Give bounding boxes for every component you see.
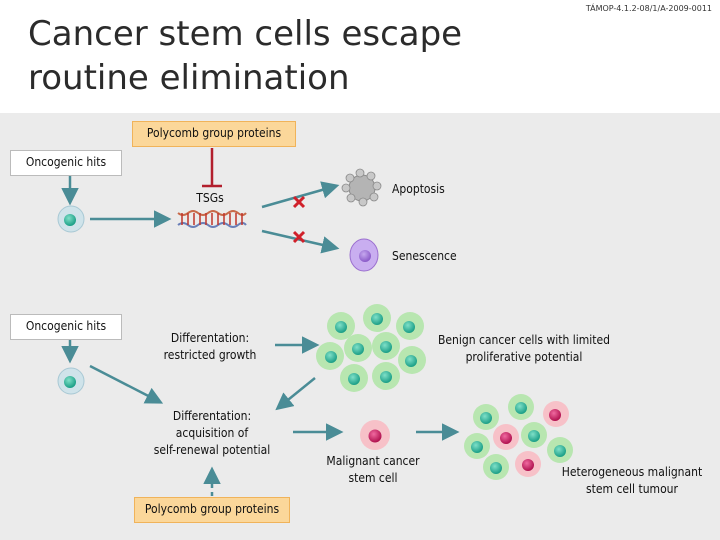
benign-line2: proliferative potential [465,350,583,364]
dna-strand [177,210,247,228]
project-code: TÁMOP-4.1.2-08/1/A-2009-0011 [585,4,712,13]
benign-label: Benign cancer cells with limited prolife… [428,332,620,366]
apoptosis-label: Apoptosis [392,182,445,196]
senescent-cell [349,238,379,272]
cross-apoptosis [292,195,306,209]
diff-restricted-label: Differentation: restricted growth [148,330,272,364]
diff-acq-line1: Differentation: [172,409,252,423]
oncogenic-hits-box-bottom: Oncogenic hits [10,314,122,340]
hetero-line1: Heterogeneous malignant [561,465,703,479]
hetero-line2: stem cell tumour [586,482,678,496]
diff-acquisition-label: Differentation: acquisition of self-rene… [140,408,284,459]
tsgs-label: TSGs [196,191,224,205]
malignant-line2: stem cell [348,471,398,485]
diff-acq-line2: acquisition of [175,426,249,440]
diff-acq-line3: self-renewal potential [153,443,271,457]
bottom-arrows [61,336,460,441]
heterogeneous-cluster [464,394,573,480]
pcg-box-bottom: Polycomb group proteins [134,497,290,523]
malignant-line1: Malignant cancer [326,454,420,468]
benign-cluster [316,304,426,392]
diff-restricted-line2: restricted growth [163,348,257,362]
malignant-label: Malignant cancer stem cell [316,453,430,487]
top-arrows [61,176,340,254]
inhibition-mark [202,148,222,188]
diff-restricted-line1: Differentation: [170,331,250,345]
slide-title: Cancer stem cells escape routine elimina… [28,14,463,98]
hetero-label: Heterogeneous malignant stem cell tumour [552,464,712,498]
cross-senescence [292,230,306,244]
normal-cell-bottom [57,367,85,395]
apoptotic-cell [341,168,382,207]
normal-cell-top [57,205,85,233]
pcg-box-top: Polycomb group proteins [132,121,296,147]
cell-to-diff-arrow [86,382,158,404]
benign-line1: Benign cancer cells with limited [437,333,611,347]
oncogenic-hits-box-top: Oncogenic hits [10,150,122,176]
malignant-stem-cell [360,420,390,450]
senescence-label: Senescence [392,249,457,263]
